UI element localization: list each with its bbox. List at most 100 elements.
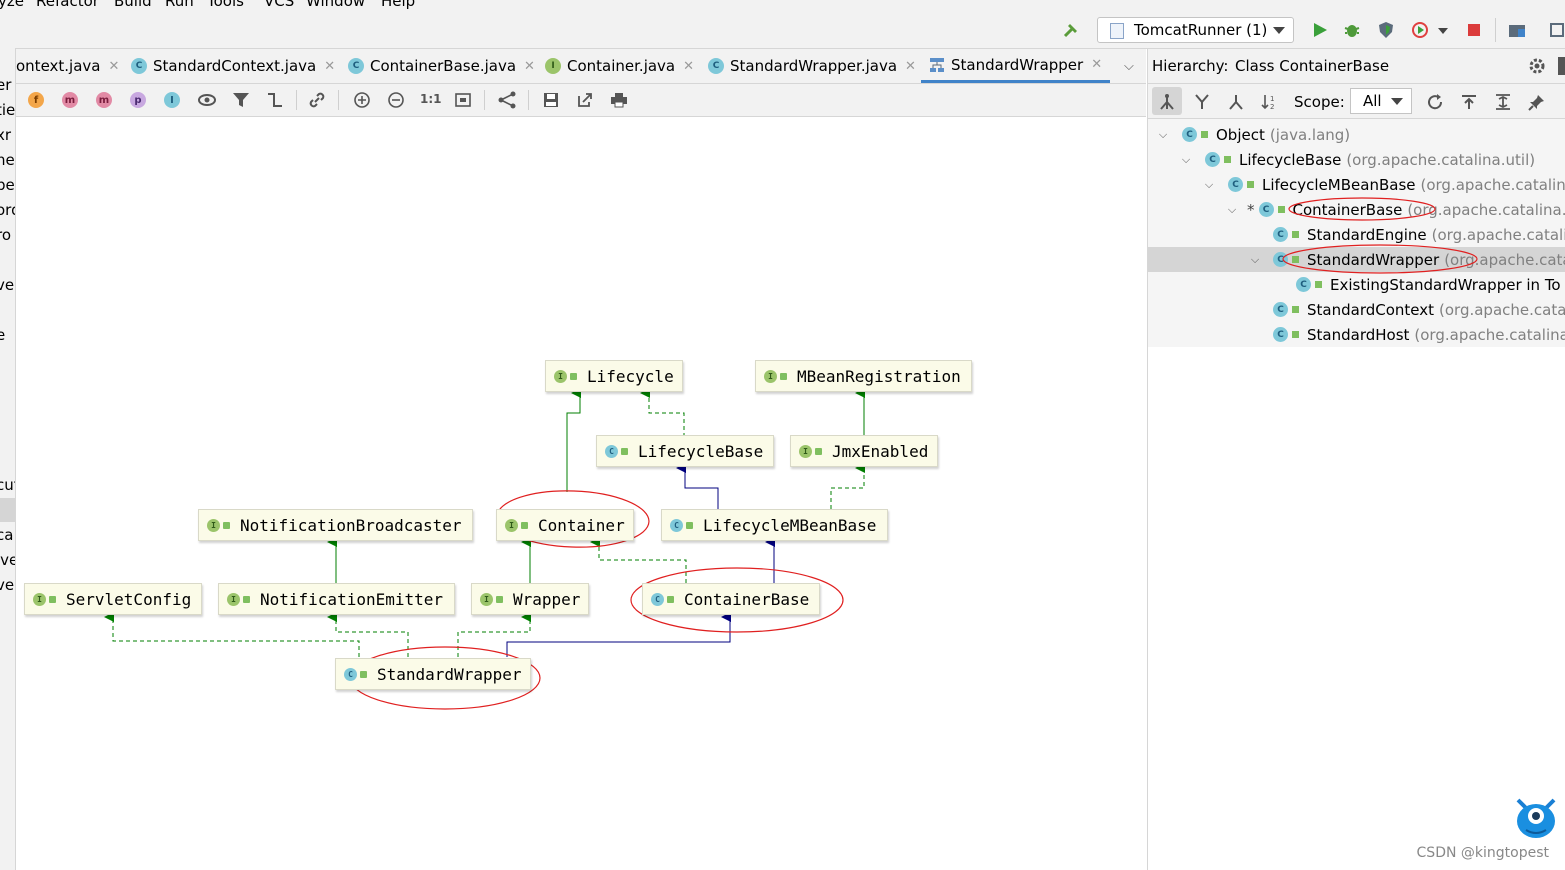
show-properties-icon[interactable]: p	[130, 92, 146, 108]
project-tree-fragment[interactable]: ve	[0, 276, 15, 294]
project-tree-fragment[interactable]: e	[0, 326, 5, 344]
profile-icon[interactable]	[1411, 21, 1429, 39]
menu-tools[interactable]: Tools	[207, 0, 244, 10]
gear-icon[interactable]	[1528, 57, 1546, 75]
project-tree-fragment[interactable]: ca	[0, 526, 14, 544]
hide-panel-icon[interactable]	[1558, 57, 1565, 75]
project-tree-fragment[interactable]: ro	[0, 226, 12, 244]
tree-item-existingstandardwrapper[interactable]: C ExistingStandardWrapper in To	[1148, 272, 1565, 297]
tree-item-standardengine[interactable]: C StandardEngine(org.apache.catali	[1148, 222, 1565, 247]
close-icon[interactable]: ✕	[1091, 57, 1103, 72]
project-tree-fragment[interactable]: ve	[0, 576, 15, 594]
tree-item-standardwrapper[interactable]: ⌵ C StandardWrapper(org.apache.cata	[1148, 247, 1565, 272]
close-icon[interactable]: ✕	[108, 58, 120, 74]
save-icon[interactable]	[542, 91, 560, 109]
expand-all-icon[interactable]	[1494, 93, 1512, 111]
show-methods-icon[interactable]: m	[96, 92, 112, 108]
scope-select[interactable]: All	[1350, 88, 1412, 114]
project-tree-fragment[interactable]: cut	[0, 476, 15, 494]
project-tree-fragment[interactable]: tie	[0, 101, 16, 119]
refresh-icon[interactable]	[1426, 93, 1444, 111]
link-icon[interactable]	[308, 91, 326, 109]
project-tree-fragment[interactable]: xr	[0, 126, 12, 144]
share-layout-icon[interactable]	[498, 91, 516, 109]
sort-alphabetically-icon[interactable]: 12	[1261, 93, 1279, 111]
menu-window[interactable]: Window	[306, 0, 366, 10]
print-icon[interactable]	[610, 91, 628, 109]
close-icon[interactable]: ✕	[905, 58, 916, 74]
supertypes-icon[interactable]	[1193, 93, 1211, 111]
project-structure-icon[interactable]	[1508, 21, 1526, 39]
tree-item-object[interactable]: ⌵ C Object(java.lang)	[1148, 122, 1565, 147]
show-fields-icon[interactable]: f	[28, 92, 44, 108]
run-icon[interactable]	[1311, 21, 1329, 39]
build-hammer-icon[interactable]	[1062, 21, 1080, 39]
search-everywhere-icon[interactable]	[1548, 21, 1565, 39]
assistant-mascot-icon[interactable]	[1514, 794, 1558, 840]
project-tree-fragment[interactable]: pe	[0, 176, 15, 194]
fit-content-icon[interactable]	[454, 91, 472, 109]
project-tree-fragment[interactable]: er	[0, 76, 12, 94]
close-icon[interactable]: ✕	[324, 58, 336, 74]
stop-icon[interactable]	[1465, 21, 1483, 39]
menu-analyze[interactable]: yze	[0, 0, 24, 10]
menu-help[interactable]: Help	[381, 0, 416, 10]
show-constructors-icon[interactable]: m	[62, 92, 78, 108]
actual-size-button[interactable]: 1:1	[420, 92, 442, 106]
menu-run[interactable]: Run	[165, 0, 194, 10]
export-icon[interactable]	[576, 91, 594, 109]
zoom-out-icon[interactable]	[387, 91, 405, 109]
filter-icon[interactable]	[232, 91, 250, 109]
chevron-down-icon[interactable]: ⌵	[1227, 202, 1237, 216]
debug-bug-icon[interactable]	[1343, 21, 1361, 39]
chevron-down-icon[interactable]: ⌵	[1204, 177, 1214, 191]
tree-item-lifecyclembeanbase[interactable]: ⌵ C LifecycleMBeanBase(org.apache.catali…	[1148, 172, 1565, 197]
tree-item-standardcontext[interactable]: C StandardContext(org.apache.cata	[1148, 297, 1565, 322]
export-to-text-icon[interactable]	[1460, 93, 1478, 111]
project-tree-fragment[interactable]: ne	[0, 151, 15, 169]
tabs-overflow-chevron-icon[interactable]: ⌵	[1124, 59, 1134, 74]
tab-standardwrapper-diagram[interactable]: StandardWrapper✕	[921, 49, 1111, 83]
chevron-down-icon[interactable]: ⌵	[1250, 252, 1260, 266]
menu-refactor[interactable]: Refactor	[36, 0, 99, 10]
edge-routing-icon[interactable]	[266, 91, 284, 109]
type-hierarchy-icon[interactable]	[1158, 93, 1176, 111]
show-inner-classes-icon[interactable]: I	[164, 92, 180, 108]
project-tree-fragment[interactable]: lve	[0, 551, 15, 569]
chevron-down-icon[interactable]: ⌵	[1181, 152, 1191, 166]
coverage-shield-icon[interactable]	[1377, 21, 1395, 39]
chevron-down-icon[interactable]: ⌵	[1158, 127, 1168, 141]
subtypes-icon[interactable]	[1227, 93, 1245, 111]
run-config-select[interactable]: TomcatRunner (1)	[1097, 17, 1294, 43]
menu-vcs[interactable]: VCS	[264, 0, 295, 10]
close-icon[interactable]: ✕	[683, 58, 695, 74]
eye-icon[interactable]	[198, 91, 216, 109]
close-icon[interactable]: ✕	[524, 58, 535, 74]
pin-icon[interactable]	[1528, 93, 1546, 111]
tab-context-java[interactable]: ontext.java✕	[16, 49, 119, 83]
project-tree-fragment[interactable]: ord	[0, 201, 15, 219]
menu-build[interactable]: Build	[114, 0, 152, 10]
zoom-in-icon[interactable]	[353, 91, 371, 109]
profile-dropdown-icon[interactable]	[1438, 28, 1448, 34]
tree-item-containerbase[interactable]: ⌵ * C ContainerBase(org.apache.catalina.	[1148, 197, 1565, 222]
tree-item-lifecyclebase[interactable]: ⌵ C LifecycleBase(org.apache.catalina.ut…	[1148, 147, 1565, 172]
tree-item-standardhost[interactable]: C StandardHost(org.apache.catalina	[1148, 322, 1565, 347]
